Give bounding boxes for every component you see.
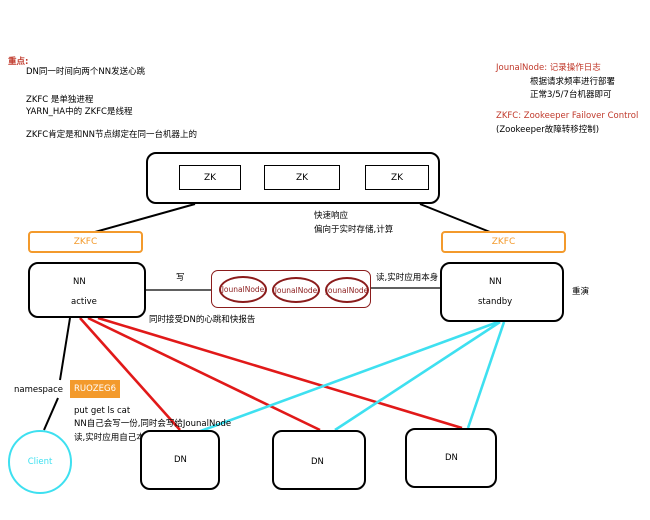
heartbeat-red-line xyxy=(97,316,463,430)
client-node: Client xyxy=(8,430,72,494)
journalnode-note-line: 根据请求频率进行部署 xyxy=(530,77,616,87)
journalnode: JounalNode xyxy=(219,276,267,303)
client-note-line: 读,实时应用自己本身 xyxy=(74,433,154,443)
notes-heading: 重点: xyxy=(8,57,29,67)
zk-to-zkfc-right-line xyxy=(419,203,491,233)
namenode-name: NN xyxy=(73,277,86,287)
zkfc-box-standby: ZKFC xyxy=(441,231,566,253)
namespace-to-client-line xyxy=(43,397,59,431)
active-to-namespace-line xyxy=(59,317,71,381)
namenode-name: NN xyxy=(489,277,502,287)
note-line: YARN_HA中的 ZKFC是线程 xyxy=(26,107,133,117)
zkfc-box-active: ZKFC xyxy=(28,231,143,253)
zk-node: ZK xyxy=(365,165,429,190)
journalnode: JounalNode xyxy=(325,277,369,303)
datanode-label: DN xyxy=(174,455,187,465)
note-line: ZKFC肯定是和NN节点绑定在同一台机器上的 xyxy=(26,130,197,140)
heartbeat-red-line xyxy=(79,317,181,431)
write-label: 写 xyxy=(176,273,185,283)
datanode-label: DN xyxy=(445,453,458,463)
zkfc-note-line: (Zookeeper故障转移控制) xyxy=(496,125,600,135)
read-label: 读,实时应用本身 xyxy=(376,273,439,283)
journalnode-note-line: 正常3/5/7台机器即可 xyxy=(530,90,612,100)
client-note-line: put get ls cat xyxy=(74,406,131,416)
journalnode-note-title: JounalNode: 记录操作日志 xyxy=(496,63,601,73)
namenode-standby: NN standby xyxy=(440,262,564,322)
namenode-state: active xyxy=(71,297,97,307)
zk-to-zkfc-left-line xyxy=(94,203,196,233)
zk-note-line: 快速响应 xyxy=(314,211,349,221)
datanode: DN xyxy=(405,428,497,488)
heartbeat-note: 同时接受DN的心跳和快报告 xyxy=(149,315,256,325)
datanode: DN xyxy=(272,430,366,490)
heartbeat-cyan-line xyxy=(466,321,506,429)
zk-note-line: 偏向于实时存储,计算 xyxy=(314,225,394,235)
heartbeat-red-line xyxy=(87,316,321,432)
note-line: ZKFC 是单独进程 xyxy=(26,95,94,105)
standby-note: 重演 xyxy=(572,287,590,297)
namespace-badge: RUOZEG6 xyxy=(70,380,120,398)
zkfc-note-title: ZKFC: Zookeeper Failover Control xyxy=(496,111,639,121)
zk-node: ZK xyxy=(179,165,241,190)
client-note-line: NN自己会写一份,同时会写给JounalNode xyxy=(74,419,232,429)
heartbeat-cyan-line xyxy=(334,320,501,432)
namenode-active: NN active xyxy=(28,262,146,318)
journalnode: JounalNode xyxy=(272,277,320,303)
zk-node: ZK xyxy=(264,165,340,190)
note-line: DN同一时间向两个NN发送心跳 xyxy=(26,67,146,77)
heartbeat-cyan-line xyxy=(197,320,499,434)
datanode: DN xyxy=(140,430,220,490)
namenode-state: standby xyxy=(478,297,513,307)
namespace-label: namespace xyxy=(14,385,64,395)
datanode-label: DN xyxy=(311,457,324,467)
